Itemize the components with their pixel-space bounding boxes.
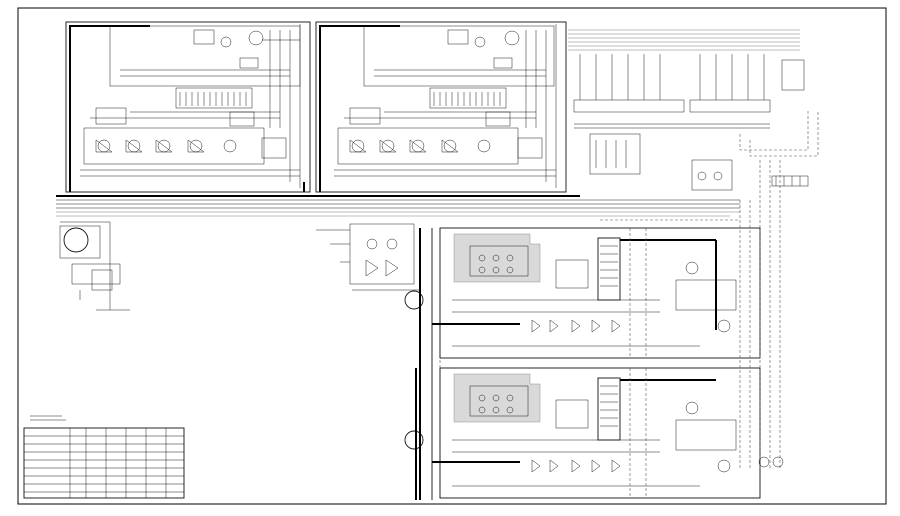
sheet-border bbox=[17, 7, 887, 505]
vertical-trunks bbox=[415, 228, 441, 500]
left-motor-assembly bbox=[59, 221, 130, 311]
top-right-relay-area bbox=[568, 29, 819, 191]
center-valve-group bbox=[316, 223, 424, 450]
main-bus-lines bbox=[56, 195, 740, 221]
right-signal-routing bbox=[739, 160, 784, 470]
control-panel-lower bbox=[432, 367, 761, 499]
subsystem-block-a bbox=[65, 21, 311, 193]
legend-table bbox=[23, 415, 185, 499]
control-panel-upper bbox=[432, 227, 761, 359]
subsystem-block-b bbox=[315, 21, 567, 193]
